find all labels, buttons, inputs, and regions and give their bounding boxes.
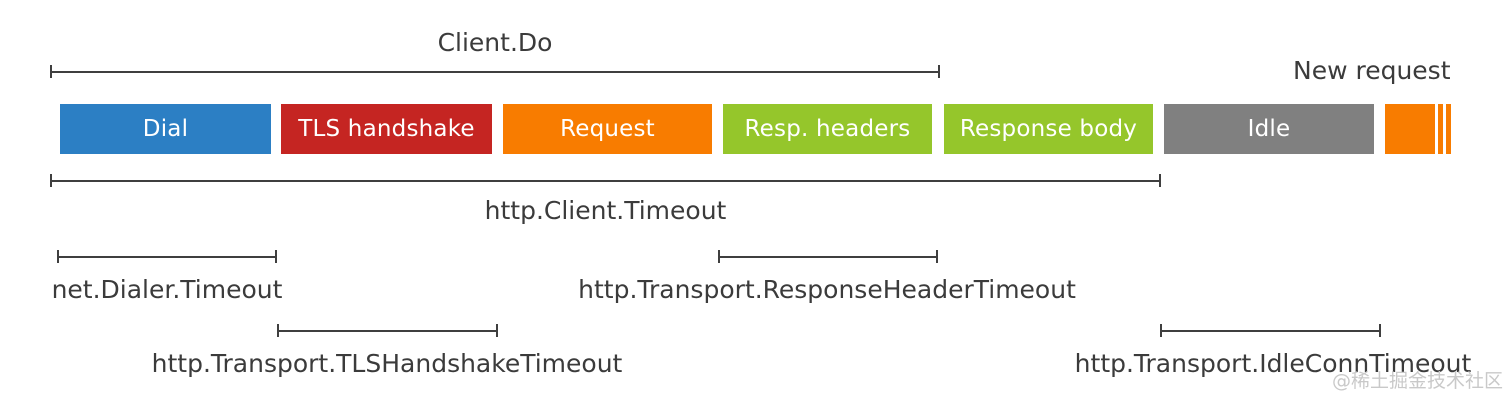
segment-idle-label: Idle bbox=[1247, 116, 1291, 142]
segment-idle[interactable]: Idle bbox=[1164, 104, 1374, 154]
new-request-label: New request bbox=[1293, 56, 1451, 85]
http-client-timeout-bracket bbox=[50, 174, 1161, 187]
tls-handshake-timeout-label: http.Transport.TLSHandshakeTimeout bbox=[151, 349, 623, 378]
bracket-line bbox=[718, 256, 938, 258]
segment-resp-headers-label: Resp. headers bbox=[744, 116, 911, 142]
bracket-cap-right bbox=[275, 250, 277, 263]
bracket-cap-right bbox=[1379, 324, 1381, 337]
segment-request-label: Request bbox=[560, 116, 655, 142]
bracket-line bbox=[57, 256, 277, 258]
segment-new-request-stripe-2 bbox=[1446, 104, 1451, 154]
segment-new-request-stripe-1 bbox=[1438, 104, 1443, 154]
net-dialer-timeout-label: net.Dialer.Timeout bbox=[51, 275, 283, 304]
idle-conn-timeout-label: http.Transport.IdleConnTimeout bbox=[1074, 349, 1472, 378]
bracket-line bbox=[50, 180, 1161, 182]
bracket-cap-right bbox=[496, 324, 498, 337]
bracket-line bbox=[277, 330, 498, 332]
client-do-bracket bbox=[50, 65, 940, 78]
idle-conn-timeout-bracket bbox=[1160, 324, 1381, 337]
http-client-timeout-label: http.Client.Timeout bbox=[484, 196, 727, 225]
bracket-line bbox=[1160, 330, 1381, 332]
bracket-line bbox=[50, 71, 940, 73]
segment-tls-handshake-label: TLS handshake bbox=[298, 116, 475, 142]
bracket-cap-right bbox=[938, 65, 940, 78]
response-header-timeout-label: http.Transport.ResponseHeaderTimeout bbox=[578, 275, 1076, 304]
net-dialer-timeout-bracket bbox=[57, 250, 277, 263]
segment-response-body[interactable]: Response body bbox=[944, 104, 1153, 154]
tls-handshake-timeout-bracket bbox=[277, 324, 498, 337]
watermark: @稀土掘金技术社区 bbox=[1332, 370, 1504, 392]
segment-dial[interactable]: Dial bbox=[60, 104, 271, 154]
segment-request[interactable]: Request bbox=[503, 104, 712, 154]
segment-new-request-block[interactable] bbox=[1385, 104, 1435, 154]
bracket-cap-right bbox=[1159, 174, 1161, 187]
response-header-timeout-bracket bbox=[718, 250, 938, 263]
segment-response-body-label: Response body bbox=[959, 116, 1138, 142]
segment-tls-handshake[interactable]: TLS handshake bbox=[281, 104, 492, 154]
bracket-cap-right bbox=[936, 250, 938, 263]
client-do-label: Client.Do bbox=[437, 28, 553, 57]
segment-resp-headers[interactable]: Resp. headers bbox=[723, 104, 932, 154]
segment-dial-label: Dial bbox=[142, 116, 189, 142]
